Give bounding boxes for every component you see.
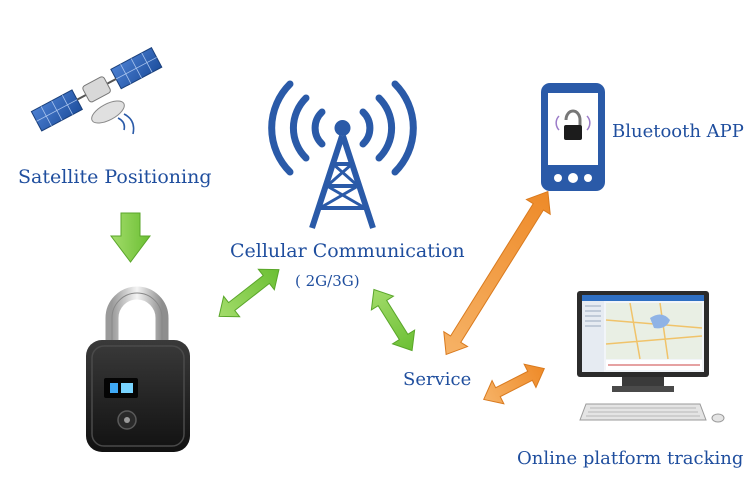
- padlock-icon: [86, 293, 190, 452]
- cellular-network-type-label: ( 2G/3G): [295, 272, 360, 290]
- arrow-service-platform: [478, 357, 550, 411]
- monitor-icon: [577, 291, 724, 422]
- arrow-cellular-service: [363, 283, 423, 358]
- satellite-positioning-label: Satellite Positioning: [18, 166, 212, 188]
- online-platform-tracking-label: Online platform tracking: [517, 448, 743, 469]
- arrow-satellite-to-lock: [111, 213, 150, 262]
- cell-tower-icon: [272, 84, 414, 228]
- cellular-communication-label: Cellular Communication: [230, 240, 465, 262]
- service-label: Service: [403, 369, 471, 390]
- arrow-lock-cellular: [211, 259, 287, 326]
- satellite-icon: [31, 48, 161, 134]
- smartphone-icon: [541, 83, 605, 191]
- bluetooth-app-label: Bluetooth APP: [612, 121, 744, 142]
- arrow-service-bluetooth: [434, 184, 559, 362]
